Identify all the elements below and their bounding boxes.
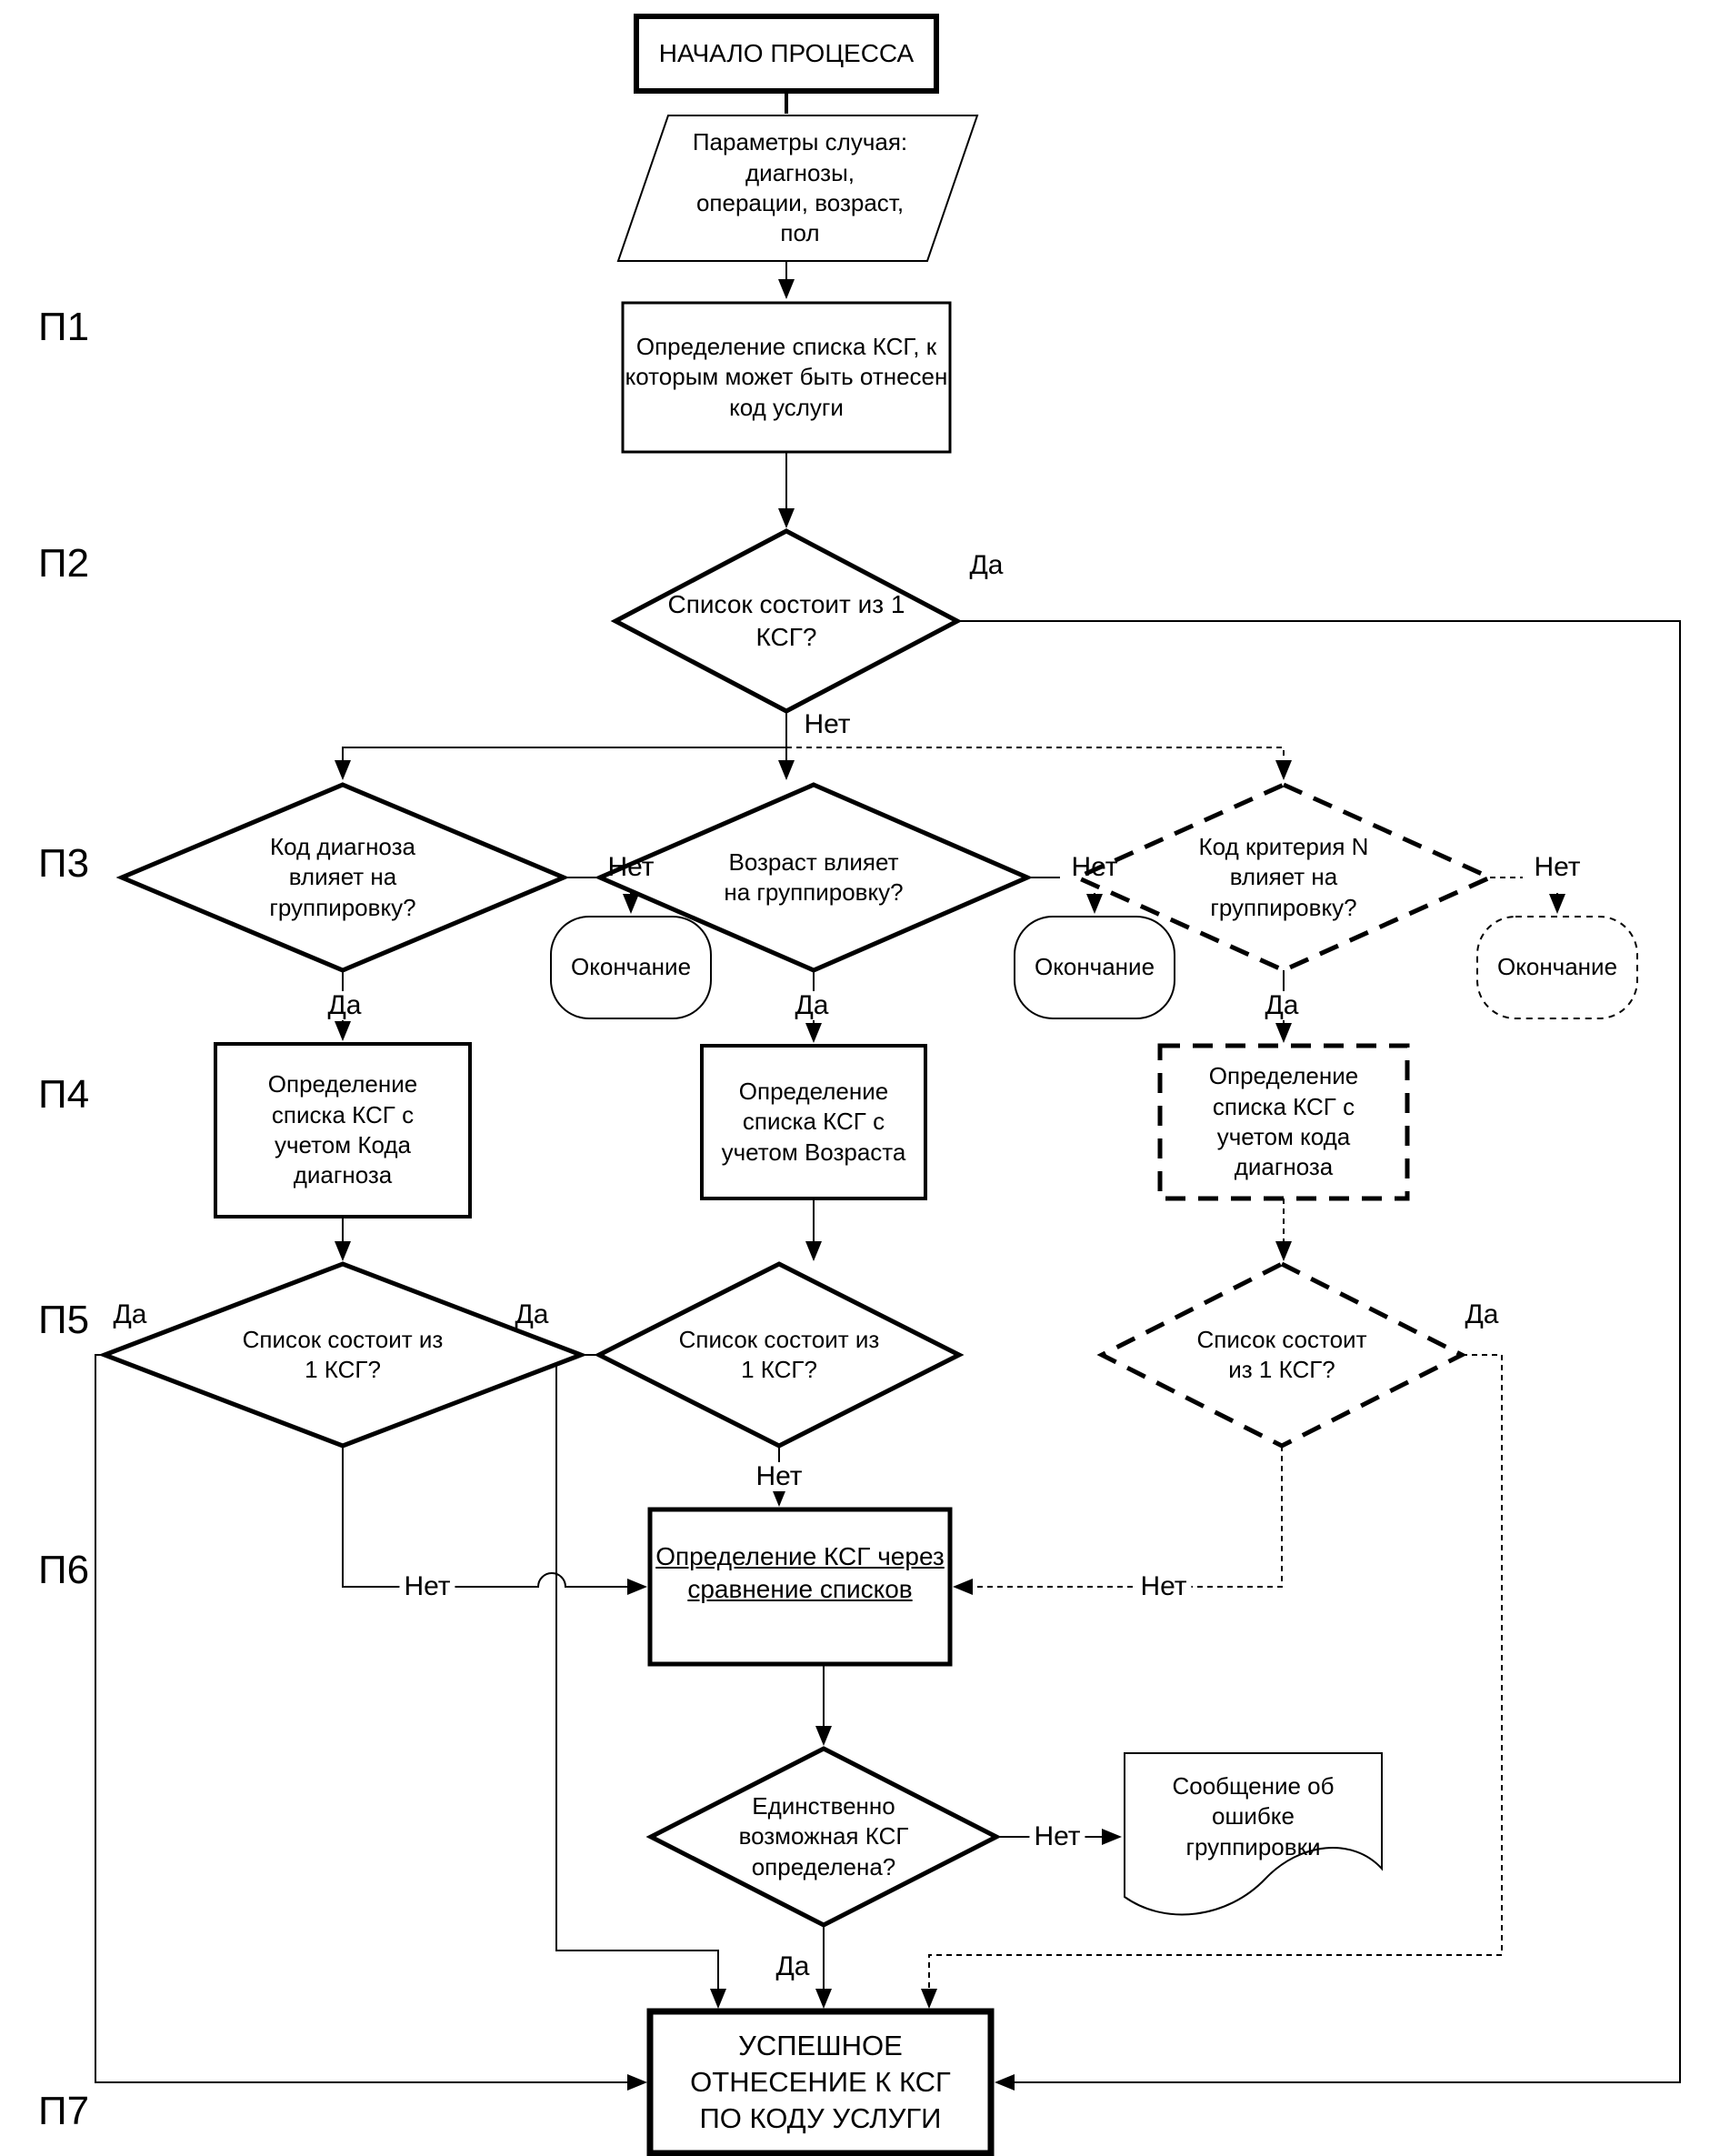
edge-p5-criterion-yes <box>921 1354 1503 2009</box>
label-finalcheck-no: Нет <box>1029 1822 1085 1851</box>
final-check-decision <box>645 1746 1002 1928</box>
label-p5-diagnosis-no: Нет <box>399 1572 455 1601</box>
label-p3-age-no: Нет <box>1071 852 1118 882</box>
edge-p5-diagnosis-no <box>342 1446 647 1595</box>
p7-success-box <box>646 2008 995 2156</box>
edge-branch-right-dashed <box>786 747 1292 780</box>
p3-diagnosis-decision <box>115 782 570 973</box>
p5-criterion-label: Список состоит из 1 КСГ? <box>1196 1325 1367 1383</box>
label-p5-diagnosis-yes: Да <box>113 1299 147 1329</box>
p6-compare-label: Определение КСГ через сравнение списков <box>655 1542 945 1603</box>
p5-age-label: Список состоит из 1 КСГ? <box>678 1325 880 1383</box>
error-document-label: Сообщение об ошибке группировки <box>1172 1772 1335 1860</box>
label-p3-diagnosis-no: Нет <box>607 852 655 882</box>
p5-diagnosis-label: Список состоит из 1 КСГ? <box>242 1325 444 1383</box>
p3-criterion-label: Код критерия N влияет на группировку? <box>1198 833 1369 921</box>
label-p2-no: Нет <box>804 709 851 739</box>
edge-branch-left <box>335 747 786 780</box>
end-terminator-1-label: Окончание <box>570 953 692 981</box>
p7-success-label: УСПЕШНОЕ ОТНЕСЕНИЕ К КСГ ПО КОДУ УСЛУГИ <box>690 2030 951 2134</box>
label-finalcheck-yes: Да <box>775 1951 810 1981</box>
p3-age-decision <box>594 782 1034 973</box>
p1-process-box <box>621 301 952 454</box>
p1-process-label: Определение списка КСГ, к которым может … <box>625 333 948 421</box>
p5-criterion-decision-dashed <box>1096 1261 1467 1449</box>
p4-criterion-label: Определение списка КСГ с учетом кода диа… <box>1208 1062 1359 1181</box>
p4-age-label: Определение списка КСГ с учетом Возраста <box>721 1078 906 1166</box>
end-terminator-2 <box>1014 916 1175 1019</box>
p3-age-label: Возраст влияет на группировку? <box>724 847 904 906</box>
case-params-label: Параметры случая: диагнозы, операции, во… <box>692 128 908 247</box>
p5-diagnosis-decision <box>97 1261 588 1449</box>
error-document-shape <box>1124 1752 1383 1916</box>
p2-decision-label: Список состоит из 1 КСГ? <box>667 590 905 651</box>
p4-criterion-process-box-dashed <box>1157 1043 1410 1201</box>
label-p3-age-yes: Да <box>790 991 834 1020</box>
edge-p2-yes <box>957 620 1681 2091</box>
end-terminator-1 <box>550 916 712 1019</box>
row-label-p3: П3 <box>38 841 90 886</box>
row-label-p5: П5 <box>38 1298 90 1342</box>
end-terminator-3-label: Окончание <box>1496 953 1618 981</box>
p6-compare-process-box <box>647 1507 953 1667</box>
row-label-p7: П7 <box>38 2089 90 2133</box>
p4-diagnosis-process-box <box>214 1042 472 1218</box>
p2-decision-diamond <box>610 528 963 714</box>
row-label-p1: П1 <box>38 305 90 349</box>
label-p2-yes: Да <box>969 550 1004 580</box>
label-p5-criterion-no: Нет <box>1135 1572 1192 1601</box>
label-p3-diagnosis-yes: Да <box>323 991 366 1020</box>
final-check-label: Единственно возможная КСГ определена? <box>738 1792 909 1880</box>
row-label-p4: П4 <box>38 1072 90 1117</box>
edge-p5-diagnosis-yes <box>95 1354 647 2091</box>
edge-p5-criterion-no <box>953 1446 1283 1595</box>
p5-age-decision <box>594 1261 965 1449</box>
label-p3-criterion-no: Нет <box>1534 852 1581 882</box>
start-terminator <box>634 14 939 94</box>
p4-diagnosis-label: Определение списка КСГ с учетом Кода диа… <box>267 1070 418 1189</box>
start-terminator-label: НАЧАЛО ПРОЦЕССА <box>658 39 915 68</box>
end-terminator-3-dashed <box>1476 916 1638 1019</box>
label-p5-age-no: Нет <box>751 1462 807 1491</box>
p3-criterion-decision-dashed <box>1071 782 1496 973</box>
case-params-parallelogram <box>616 115 979 262</box>
end-terminator-2-label: Окончание <box>1034 953 1155 981</box>
label-p5-age-yes: Да <box>515 1299 549 1329</box>
label-p3-criterion-yes: Да <box>1260 991 1304 1020</box>
row-label-p2: П2 <box>38 541 90 586</box>
p4-age-process-box <box>700 1044 927 1200</box>
label-p5-criterion-yes: Да <box>1465 1299 1499 1329</box>
row-label-p6: П6 <box>38 1548 90 1592</box>
p3-diagnosis-label: Код диагноза влияет на группировку? <box>269 833 416 921</box>
